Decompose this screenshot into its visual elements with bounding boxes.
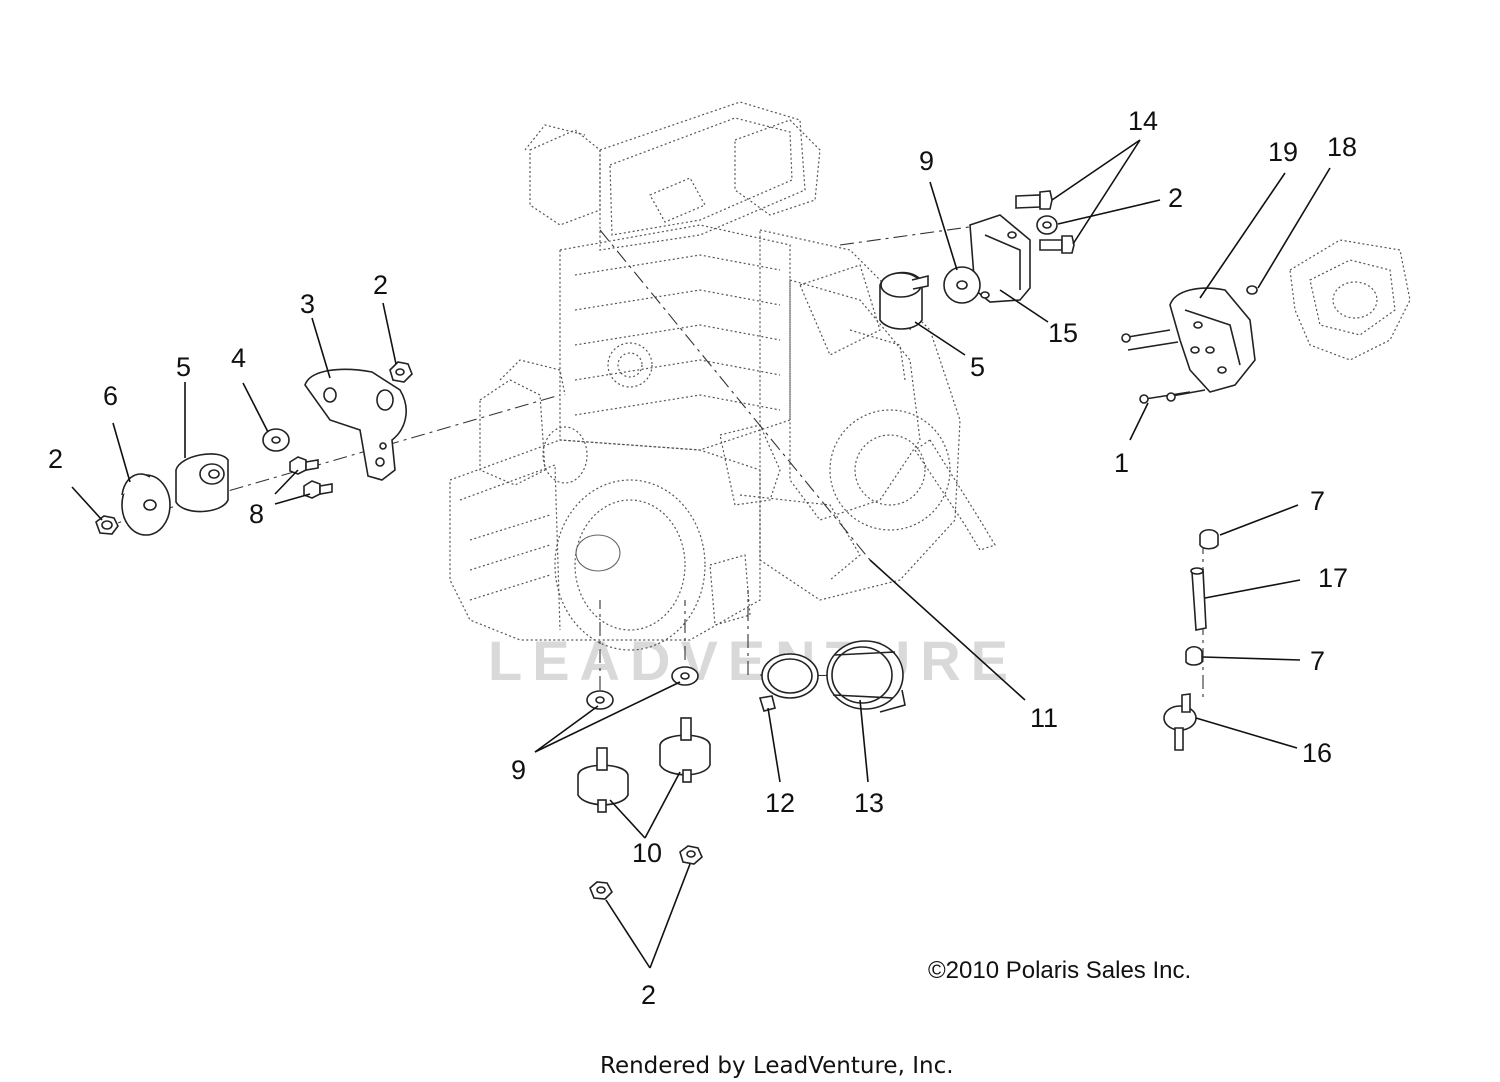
part-4-washer bbox=[262, 428, 290, 452]
part-13-boot bbox=[826, 640, 906, 713]
callout-17: 17 bbox=[1318, 563, 1348, 593]
part-1-bolts bbox=[1121, 329, 1206, 404]
part-9-washer-upper bbox=[943, 266, 981, 304]
part-2-nut-upper-right bbox=[1036, 215, 1058, 235]
part-5-mount-cushion-right bbox=[879, 271, 929, 330]
callout-2: 2 bbox=[373, 270, 388, 300]
watermark: LEADVENTURE bbox=[488, 629, 1018, 692]
callout-6: 6 bbox=[103, 381, 118, 411]
callout-2: 2 bbox=[641, 980, 656, 1010]
callout-15: 15 bbox=[1048, 318, 1078, 348]
part-7-bushing-lower bbox=[1185, 645, 1203, 666]
part-7-bushing-upper bbox=[1199, 528, 1219, 550]
callout-5: 5 bbox=[970, 352, 985, 382]
part-19-bracket bbox=[1169, 287, 1256, 393]
leader-lines bbox=[71, 139, 1331, 969]
part-6-washer-cup bbox=[121, 473, 171, 536]
callout-5: 5 bbox=[176, 352, 191, 382]
part-18-transmission-housing bbox=[1246, 239, 1411, 361]
callout-2: 2 bbox=[48, 444, 63, 474]
part-10-mount-cushions bbox=[577, 717, 711, 813]
part-2-nuts-bottom bbox=[589, 845, 703, 900]
part-17-pin bbox=[1190, 567, 1207, 631]
part-14-bolts bbox=[1015, 190, 1075, 254]
callout-2: 2 bbox=[1168, 183, 1183, 213]
callout-9: 9 bbox=[511, 755, 526, 785]
part-3-mount-bracket bbox=[304, 368, 407, 481]
part-16-mount-stud bbox=[1163, 693, 1197, 751]
part-9-washers-lower bbox=[586, 666, 699, 710]
part-15-bracket bbox=[969, 214, 1031, 303]
copyright-text: ©2010 Polaris Sales Inc. bbox=[928, 957, 1191, 984]
callout-7: 7 bbox=[1310, 646, 1325, 676]
callout-labels: 2 6 5 4 3 2 8 9 14 2 15 5 19 18 1 7 17 7… bbox=[48, 106, 1357, 1010]
callout-9: 9 bbox=[919, 146, 934, 176]
callout-16: 16 bbox=[1302, 738, 1332, 768]
engine-illustration bbox=[449, 101, 996, 651]
part-8-bolts bbox=[289, 456, 333, 499]
rendered-by-footer: Rendered by LeadVenture, Inc. bbox=[600, 1053, 954, 1079]
callout-1: 1 bbox=[1114, 448, 1129, 478]
part-5-mount-cushion-left bbox=[175, 453, 229, 513]
callout-14: 14 bbox=[1128, 106, 1158, 136]
callout-10: 10 bbox=[632, 838, 662, 868]
callout-12: 12 bbox=[765, 788, 795, 818]
callout-19: 19 bbox=[1268, 137, 1298, 167]
callout-7: 7 bbox=[1310, 486, 1325, 516]
callout-18: 18 bbox=[1327, 132, 1357, 162]
callout-13: 13 bbox=[854, 788, 884, 818]
callout-4: 4 bbox=[231, 343, 246, 373]
part-12-clamp bbox=[758, 653, 819, 712]
callout-3: 3 bbox=[300, 289, 315, 319]
part-2-nut-upper-left bbox=[389, 361, 413, 383]
callout-8: 8 bbox=[249, 499, 264, 529]
callout-11: 11 bbox=[1030, 703, 1058, 733]
part-2-nut-left bbox=[95, 515, 119, 535]
